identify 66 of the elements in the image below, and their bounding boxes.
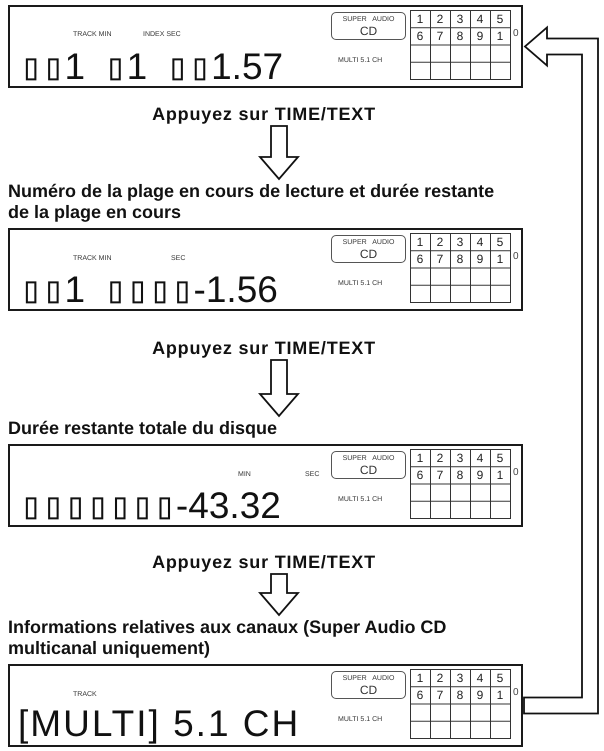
track-number: 1 [416, 236, 424, 248]
section-heading: Informations relatives aux canaux (Super Audio CD multicanal uniquement) [8, 617, 448, 659]
track-number: 8 [456, 468, 464, 481]
track-number: 1 [496, 468, 504, 481]
indicator-label: CD [360, 684, 378, 696]
track-number: 0 [513, 467, 519, 479]
track-number: 2 [436, 236, 444, 248]
track-number: 0 [513, 687, 519, 699]
track-number: 6 [416, 688, 424, 701]
track-number: 6 [416, 30, 424, 42]
track-number: 1 [496, 30, 504, 42]
disc-type-indicator [331, 235, 406, 263]
display-readout: ▯▯1 ▯1 ▯▯1.57 [20, 48, 284, 85]
display-readout: ▯▯1 ▯▯▯▯-1.56 [20, 271, 278, 308]
track-number: 8 [456, 688, 464, 701]
instruction-text: Appuyez sur TIME/TEXT [152, 104, 376, 124]
track-number: 9 [476, 252, 484, 265]
track-number: 1 [416, 452, 424, 464]
track-number: 4 [476, 672, 484, 684]
track-number: 1 [416, 672, 424, 684]
track-number: 5 [496, 12, 504, 25]
down-arrow [258, 573, 300, 616]
track-number: 1 [496, 688, 504, 701]
instruction-text: Appuyez sur TIME/TEXT [152, 338, 376, 358]
down-arrow [258, 125, 300, 180]
track-number: 5 [496, 672, 504, 684]
track-number: 7 [436, 252, 444, 265]
track-number: 1 [496, 252, 504, 265]
return-arrow [523, 26, 599, 714]
track-number: 3 [456, 236, 464, 248]
track-number: 5 [496, 236, 504, 248]
track-number: 6 [416, 252, 424, 265]
display-readout: ▯▯▯▯▯▯▯-43.32 [20, 487, 281, 524]
indicator-label: CD [360, 464, 378, 476]
track-number: 2 [436, 452, 444, 464]
disc-type-indicator [331, 671, 406, 699]
track-number: 7 [436, 688, 444, 701]
track-number: 9 [476, 30, 484, 42]
display-readout: [MULTI] 5.1 CH [18, 705, 300, 742]
track-number: 7 [436, 30, 444, 42]
track-number: 9 [476, 468, 484, 481]
track-number: 4 [476, 12, 484, 25]
track-number: 9 [476, 688, 484, 701]
track-number: 3 [456, 672, 464, 684]
section-heading: Durée restante totale du disque [8, 418, 278, 439]
track-number: 7 [436, 468, 444, 481]
track-number: 2 [436, 12, 444, 25]
track-number: 4 [476, 236, 484, 248]
track-number: 8 [456, 252, 464, 265]
disc-type-indicator [331, 12, 406, 40]
track-number: 0 [513, 28, 519, 40]
track-number: 3 [456, 12, 464, 25]
track-number: 2 [436, 672, 444, 684]
track-number: 4 [476, 452, 484, 464]
disc-type-indicator [331, 451, 406, 479]
down-arrow [258, 359, 300, 418]
track-number: 3 [456, 452, 464, 464]
track-number: 8 [456, 30, 464, 42]
track-number: 5 [496, 452, 504, 464]
track-number: 6 [416, 468, 424, 481]
indicator-label: CD [360, 248, 378, 260]
track-number: 1 [416, 12, 424, 25]
track-number: 0 [513, 251, 519, 263]
section-heading: Numéro de la plage en cours de lecture et durée restante de la plage en cours [8, 181, 496, 223]
indicator-label: CD [360, 24, 378, 36]
instruction-text: Appuyez sur TIME/TEXT [152, 552, 376, 572]
